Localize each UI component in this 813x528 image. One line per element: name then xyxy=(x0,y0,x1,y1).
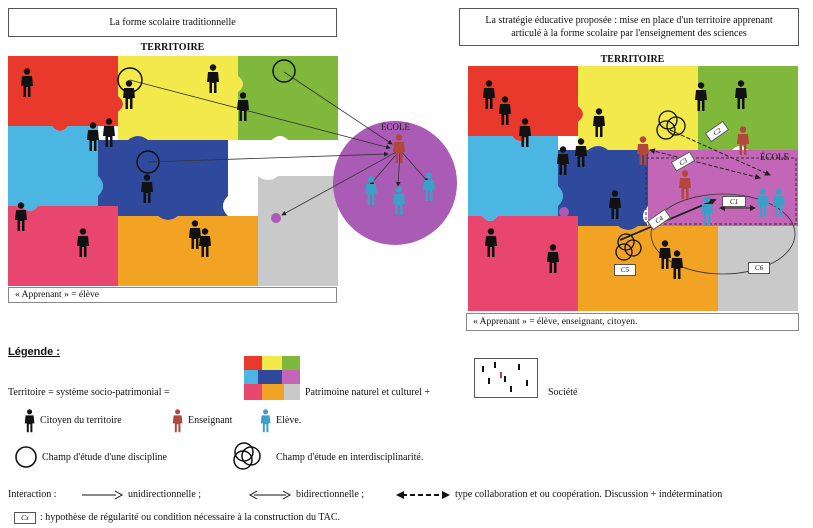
left-school-circle xyxy=(333,121,457,245)
piece-navy xyxy=(98,136,228,220)
legend-territory-text: Territoire = système socio-patrimonial = xyxy=(8,387,170,398)
legend-societe-text: Société xyxy=(548,387,578,398)
teacher-icon xyxy=(393,134,405,163)
left-panel-header: La forme scolaire traditionnelle xyxy=(8,8,337,37)
right-header-line2: articulé à la forme scolaire par l'ensei… xyxy=(511,28,747,39)
citizen-icon xyxy=(103,118,115,147)
legend-interaction-label: Interaction : xyxy=(8,489,57,500)
student-icon xyxy=(773,188,785,217)
legend-enseignant-text: Enseignant xyxy=(188,415,233,426)
citizen-icon xyxy=(123,80,135,109)
citizen-icon xyxy=(189,220,201,249)
legend-title: Légende : xyxy=(8,346,60,358)
interdisciplinarity-rings-icon xyxy=(233,442,261,470)
citizen-icon xyxy=(199,228,211,257)
legend-patrimoine-text: Patrimoine naturel et culturel + xyxy=(305,387,431,398)
discipline-circle xyxy=(272,59,296,83)
piece-cyan xyxy=(8,126,103,211)
citizen-icon xyxy=(87,122,99,151)
right-header-line1: La stratégie éducative proposée : mise e… xyxy=(485,15,773,26)
discipline-circle-icon xyxy=(15,446,37,468)
piece-orange xyxy=(118,216,258,286)
citizen-icon xyxy=(593,108,605,137)
collab-arrow-icon xyxy=(396,491,450,499)
right-school-label: ÉCOLE xyxy=(760,152,789,162)
condition-box-c1: C1 xyxy=(722,196,746,207)
citizen-icon xyxy=(557,146,569,175)
student-icon xyxy=(365,176,377,205)
legend-cx-text: : hypothèse de régularité ou condition n… xyxy=(40,512,341,523)
citizen-icon xyxy=(735,80,747,109)
citizen-icon xyxy=(499,96,511,125)
condition-box-c6: C6 xyxy=(748,262,770,274)
left-panel-header-text: La forme scolaire traditionnelle xyxy=(109,17,236,28)
legend-discipline-text: Champ d'étude d'une discipline xyxy=(42,452,167,463)
legend-society-thumb xyxy=(474,358,538,398)
teacher-icon xyxy=(637,136,649,165)
citizen-icon xyxy=(207,64,219,93)
citizen-icon xyxy=(15,202,27,231)
piece-red xyxy=(8,56,123,131)
left-caption-text: « Apprenant » = élève xyxy=(15,290,99,300)
left-school-label: ÉCOLE xyxy=(381,122,410,132)
condition-box-label: C4 xyxy=(653,213,665,226)
condition-box-label: C3 xyxy=(677,155,689,168)
condition-box-label: C5 xyxy=(620,266,630,274)
legend-cx-box: Cx xyxy=(14,512,36,524)
right-caption: « Apprenant » = élève, enseignant, citoy… xyxy=(466,313,799,331)
citizen-icon xyxy=(695,82,707,111)
right-territory-title: TERRITOIRE xyxy=(600,54,665,65)
teacher-icon xyxy=(172,409,183,433)
citizen-icon xyxy=(237,92,249,121)
legend-puzzle-thumb xyxy=(244,356,300,400)
citizen-icon xyxy=(77,228,89,257)
condition-box-c5: C5 xyxy=(614,264,636,276)
piece-pink xyxy=(8,206,118,286)
teacher-icon xyxy=(737,126,749,155)
citizen-icon xyxy=(547,244,559,273)
legend-citoyen-text: Citoyen du territoire xyxy=(40,415,122,426)
piece-gray xyxy=(258,176,338,286)
legend-uni-text: unidirectionnelle ; xyxy=(128,489,202,500)
condition-box-label: C2 xyxy=(711,125,723,138)
student-icon xyxy=(423,172,435,201)
citizen-icon xyxy=(21,68,33,97)
student-icon xyxy=(757,188,769,217)
legend-eleve-text: Elève. xyxy=(276,415,302,426)
condition-box-label: C1 xyxy=(729,197,739,206)
citizen-icon xyxy=(483,80,495,109)
student-icon xyxy=(393,186,405,215)
citizen-icon xyxy=(519,118,531,147)
citizen-icon xyxy=(24,409,35,433)
citizen-icon xyxy=(659,240,671,269)
citizen-icon xyxy=(575,138,587,167)
purple-dot xyxy=(271,213,281,223)
right-panel-header: La stratégie éducative proposée : mise e… xyxy=(459,8,799,46)
piece-green xyxy=(238,56,338,140)
bi-arrow-icon xyxy=(248,490,292,500)
left-territory-title: TERRITOIRE xyxy=(140,42,205,53)
legend-collab-text: type collaboration et ou coopération. Di… xyxy=(455,489,723,500)
student-icon xyxy=(260,409,271,433)
citizen-icon xyxy=(671,250,683,279)
condition-box-label: C6 xyxy=(754,264,764,272)
legend-interdisc-text: Champ d'étude en interdisciplinarité. xyxy=(276,452,424,463)
right-caption-text: « Apprenant » = élève, enseignant, citoy… xyxy=(473,317,638,327)
legend-cx-label: Cx xyxy=(21,514,29,522)
teacher-icon xyxy=(679,170,691,199)
student-icon xyxy=(701,196,713,225)
citizen-icon xyxy=(485,228,497,257)
legend-bi-text: bidirectionnelle ; xyxy=(296,489,365,500)
uni-arrow-icon xyxy=(82,490,124,500)
left-territory-map xyxy=(8,56,338,286)
citizen-icon xyxy=(141,174,153,203)
left-caption: « Apprenant » = élève xyxy=(8,287,337,303)
citizen-icon xyxy=(609,190,621,219)
